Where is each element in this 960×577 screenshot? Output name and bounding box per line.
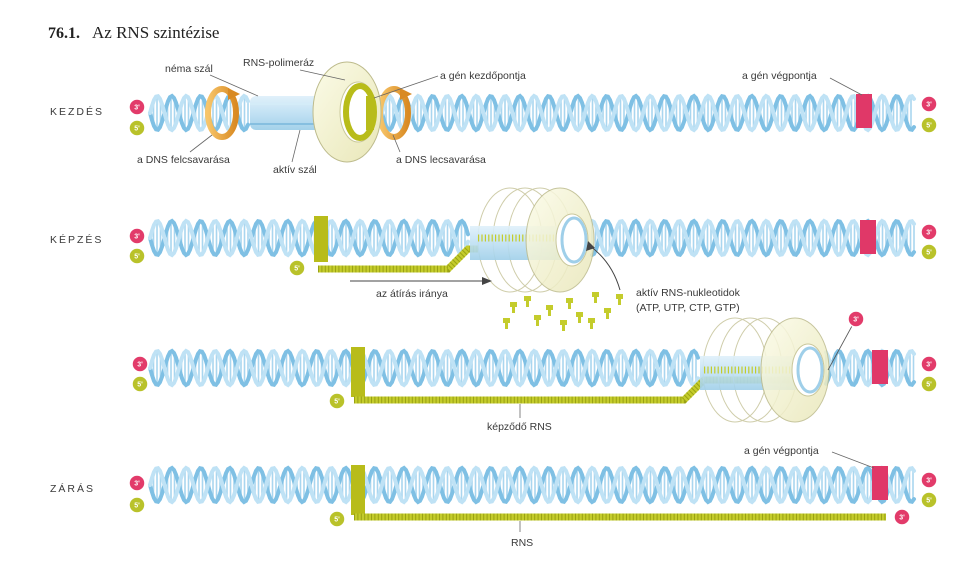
gene-start-marker-zaras xyxy=(351,465,365,515)
three-prime-text: 3' xyxy=(926,230,932,237)
three-prime-text: 3' xyxy=(899,515,905,522)
three-prime-text: 3' xyxy=(134,481,140,488)
stage-label-kezdes: KEZDÉS xyxy=(50,105,104,118)
five-prime-text: 5' xyxy=(926,123,932,130)
three-prime-text: 3' xyxy=(926,478,932,485)
svg-text:3': 3' xyxy=(853,317,859,324)
three-prime-badge xyxy=(128,227,146,245)
gene-start-marker-row3 xyxy=(351,347,365,397)
five-prime-text: 5' xyxy=(134,503,140,510)
three-prime-badge xyxy=(128,474,146,492)
label-gen-vegpontja: a gén végpontja xyxy=(742,70,817,82)
three-prime-badge xyxy=(920,95,938,113)
label-gen-vegpontja-zaras: a gén végpontja xyxy=(744,445,819,457)
five-prime-text: 5' xyxy=(134,126,140,133)
five-prime-badge xyxy=(128,119,146,137)
five-prime-badge xyxy=(128,247,146,265)
stage-label-kepzes: KÉPZÉS xyxy=(50,233,103,246)
five-prime-text: 5' xyxy=(926,382,932,389)
five-prime-badge xyxy=(131,375,149,393)
three-prime-badge xyxy=(131,355,149,373)
three-prime-text: 3' xyxy=(134,234,140,241)
gene-start-marker-kepzes xyxy=(314,216,328,262)
gene-end-marker-kepzes xyxy=(860,220,876,254)
figure-title: Az RNS szintézise xyxy=(92,23,219,42)
three-prime-badge xyxy=(920,355,938,373)
three-prime-text: 3' xyxy=(137,362,143,369)
three-prime-badge xyxy=(920,471,938,489)
free-nucleotides xyxy=(503,292,623,331)
five-prime-badge xyxy=(920,375,938,393)
rna-three-prime-end-row3: 3' xyxy=(847,310,865,328)
three-prime-text: 3' xyxy=(134,105,140,112)
label-nema-szal: néma szál xyxy=(165,63,213,75)
end-marker-badges: 3' 5' 3' 5' 3' 5' 3' 5' 5' 3' 5' 3' 5' 5' 3' 5' 3' 5' 5' 3' xyxy=(128,95,938,528)
label-kepzodo-rns: képződő RNS xyxy=(487,421,552,433)
five-prime-badge xyxy=(920,243,938,261)
gene-end-marker-zaras xyxy=(872,466,888,500)
dna-helix-row3 xyxy=(148,348,916,388)
label-gen-kezdopontja: a gén kezdőpontja xyxy=(440,70,526,82)
label-aktiv-nukleotidok: aktív RNS-nukleotidok xyxy=(636,287,741,299)
gene-end-marker-row3 xyxy=(872,350,888,384)
three-prime-badge xyxy=(128,98,146,116)
figure-number: 76.1. xyxy=(48,25,80,42)
five-prime-badge xyxy=(328,392,346,410)
unwind-arrow-left xyxy=(205,86,240,140)
five-prime-badge xyxy=(128,496,146,514)
gene-start-marker-kezdes xyxy=(366,96,374,130)
five-prime-text: 5' xyxy=(134,254,140,261)
five-prime-badge xyxy=(288,259,306,277)
label-aktiv-szal: aktív szál xyxy=(273,164,317,176)
direction-arrow xyxy=(350,277,492,285)
stage-label-zaras: ZÁRÁS xyxy=(50,482,95,495)
five-prime-text: 5' xyxy=(137,382,143,389)
five-prime-text: 5' xyxy=(334,399,340,406)
gene-end-marker-kezdes xyxy=(856,94,872,128)
five-prime-text: 5' xyxy=(294,266,300,273)
label-atiras-iranya: az átírás iránya xyxy=(376,288,448,300)
five-prime-badge xyxy=(920,116,938,134)
three-prime-badge xyxy=(893,508,911,526)
five-prime-text: 5' xyxy=(926,498,932,505)
polymerase-row3 xyxy=(700,317,830,423)
three-prime-text: 3' xyxy=(926,102,932,109)
five-prime-badge xyxy=(920,491,938,509)
label-rns-polimeraz: RNS-polimeráz xyxy=(243,57,314,69)
label-nukleotid-lista: (ATP, UTP, CTP, GTP) xyxy=(636,302,740,314)
label-rns: RNS xyxy=(511,537,533,549)
polymerase-kepzes xyxy=(470,187,595,293)
dna-helix-zaras xyxy=(148,465,916,505)
three-prime-badge xyxy=(920,223,938,241)
five-prime-text: 5' xyxy=(926,250,932,257)
five-prime-text: 5' xyxy=(334,517,340,524)
three-prime-text: 3' xyxy=(926,362,932,369)
label-dns-felcsavarasa: a DNS felcsavarása xyxy=(137,154,230,166)
label-dns-lecsavarasa: a DNS lecsavarása xyxy=(396,154,486,166)
five-prime-badge xyxy=(328,510,346,528)
